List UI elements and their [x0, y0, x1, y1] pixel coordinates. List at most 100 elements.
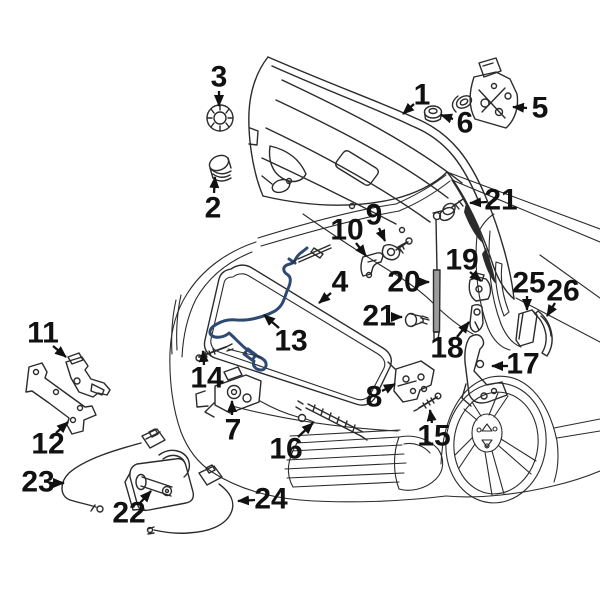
headlight-scoop: [393, 435, 444, 491]
callout-number: 3: [211, 61, 228, 94]
callout-number: 21: [362, 300, 395, 333]
hood-hinge-lower: [461, 334, 508, 407]
hood-sensor: [65, 352, 111, 398]
callout-number: 1: [414, 79, 431, 112]
callout-8-7: 8: [366, 381, 396, 414]
callout-number: 8: [366, 381, 383, 414]
callout-18-17: 18: [430, 321, 470, 365]
prop-rod: [291, 244, 332, 264]
callout-23-23: 23: [21, 466, 65, 499]
callout-layer: 1234567891011121314151617181920212122232…: [21, 61, 579, 530]
callout-arrow: [318, 292, 332, 304]
callout-arrow: [52, 345, 67, 358]
callout-arrow: [440, 113, 454, 124]
callout-2-1: 2: [205, 176, 222, 225]
grille-slats: [284, 429, 407, 488]
support-rod: [295, 400, 368, 441]
callout-6-5: 6: [440, 107, 474, 140]
callout-number: 9: [366, 199, 383, 232]
callout-14-13: 14: [190, 350, 224, 395]
callout-16-15: 16: [269, 422, 314, 466]
callout-arrow: [381, 382, 396, 394]
callout-number: 23: [21, 466, 54, 499]
callout-11-10: 11: [27, 317, 67, 358]
callout-26-26: 26: [546, 275, 580, 317]
plug: [208, 154, 232, 182]
callout-number: 24: [254, 483, 288, 516]
grommet: [206, 104, 234, 132]
callout-9-8: 9: [366, 199, 387, 242]
callout-24-24: 24: [237, 483, 288, 516]
striker-plate: [387, 360, 435, 403]
callout-number: 25: [512, 267, 545, 300]
callout-number: 13: [274, 325, 307, 358]
callout-number: 2: [205, 192, 222, 225]
callout-number: 19: [445, 244, 478, 277]
front-wheel: [440, 375, 559, 504]
callout-12-11: 12: [31, 421, 69, 461]
callout-13-12: 13: [263, 314, 308, 358]
callout-number: 15: [417, 420, 450, 453]
callout-21-20: 21: [469, 184, 518, 217]
callout-arrow: [297, 422, 314, 438]
release-handle: [124, 449, 195, 512]
sensor-bracket: [25, 362, 97, 435]
callout-1: 1: [402, 79, 431, 115]
callout-7-6: 7: [225, 400, 242, 447]
callout-arrow: [139, 490, 152, 504]
callout-number: 12: [31, 428, 64, 461]
callout-number: 17: [506, 348, 539, 381]
callout-arrow: [456, 321, 470, 338]
callout-number: 6: [457, 107, 474, 140]
callout-number: 14: [190, 362, 224, 395]
hood-panel: [248, 56, 515, 300]
callout-arrow: [355, 242, 367, 257]
callout-arrow: [55, 421, 69, 434]
hood-seal: [203, 264, 392, 406]
seal-26: [534, 310, 553, 357]
callout-number: 18: [430, 332, 463, 365]
hood-hinge-upper: [451, 57, 519, 129]
callout-15-14: 15: [417, 409, 451, 453]
rear-cable: [146, 464, 234, 535]
callout-number: 10: [330, 214, 363, 247]
callout-number: 4: [332, 266, 349, 299]
callout-21-21: 21: [362, 300, 403, 333]
seal-25: [515, 309, 538, 347]
callout-25-25: 25: [512, 267, 546, 311]
callout-number: 21: [484, 184, 517, 217]
callout-arrow: [512, 102, 528, 113]
callout-arrow: [546, 302, 558, 317]
hood-bumper-upper: [439, 198, 464, 222]
callout-arrow: [402, 102, 415, 115]
callout-arrow: [426, 409, 437, 424]
callout-4-3: 4: [318, 266, 349, 304]
callout-arrow: [469, 197, 488, 208]
callout-number: 11: [27, 317, 59, 350]
callout-number: 26: [546, 275, 579, 308]
hood-bumper-lower: [404, 312, 430, 328]
callout-arrow: [263, 314, 280, 329]
callout-20-19: 20: [387, 266, 430, 299]
callout-arrow: [469, 270, 482, 282]
bracket-18: [469, 304, 484, 333]
clip-screw: [395, 237, 413, 252]
hood-corner-latch-detail: [261, 175, 293, 194]
spring-bolt: [413, 392, 442, 412]
callout-5-4: 5: [512, 92, 549, 125]
wheel-hub: [471, 413, 503, 453]
callout-number: 20: [387, 266, 420, 299]
callout-number: 16: [269, 433, 302, 466]
callout-arrow: [198, 350, 209, 366]
callout-arrow: [209, 176, 220, 194]
callout-10-9: 10: [330, 214, 367, 257]
callout-arrow: [375, 227, 387, 242]
callout-3-2: 3: [211, 61, 228, 107]
callout-arrow: [237, 495, 256, 506]
callout-number: 7: [225, 414, 242, 447]
callout-number: 22: [112, 497, 145, 530]
callout-17-16: 17: [491, 348, 540, 381]
callout-number: 5: [532, 92, 549, 125]
